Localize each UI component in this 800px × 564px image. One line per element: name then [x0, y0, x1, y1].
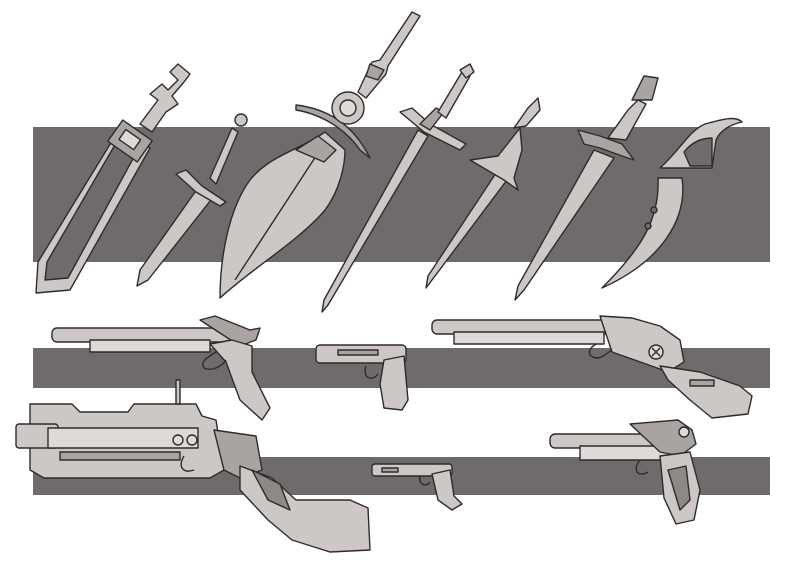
sword-short [136, 113, 248, 287]
gun-mini-pistol [371, 463, 463, 511]
gun-heavy-rifle [15, 379, 371, 553]
sword-broad-dagger [35, 63, 191, 294]
gun-long-pistol [51, 315, 271, 421]
sword-leaf-blade [219, 11, 421, 299]
gun-long-revolver [431, 315, 753, 419]
sword-curved [601, 117, 743, 289]
sword-stiletto [425, 97, 541, 289]
sword-rapier [321, 63, 475, 313]
gun-compact-pistol [315, 344, 409, 411]
gun-ornate-pistol [549, 419, 701, 525]
sword-ornate-dagger [514, 75, 659, 301]
